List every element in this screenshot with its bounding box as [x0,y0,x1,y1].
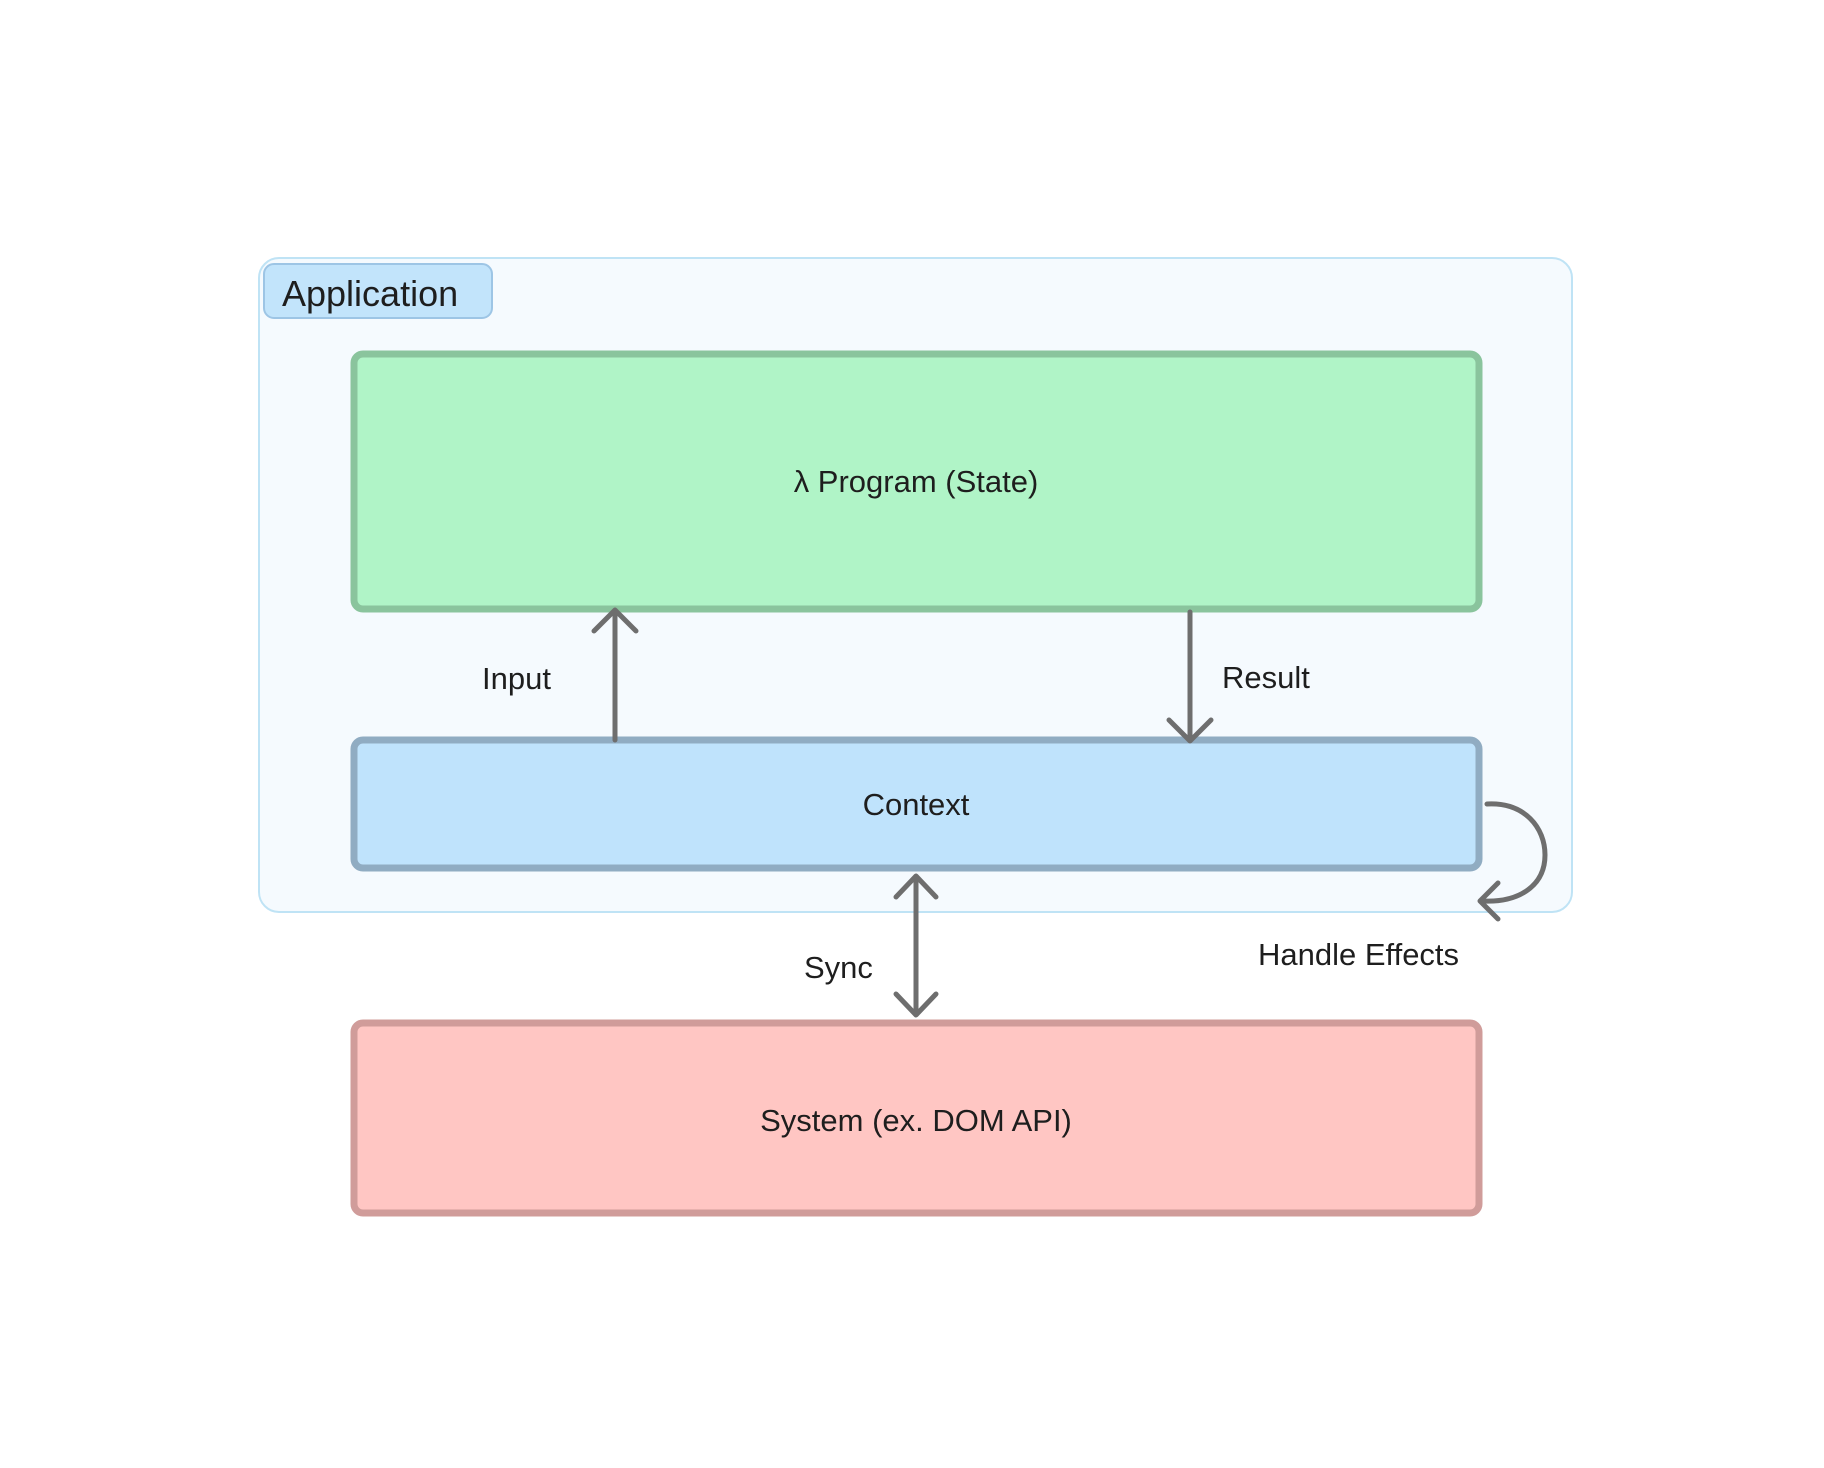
system-node-box [350,1019,1483,1217]
input-label: Input [482,661,551,696]
program-node-label: λ Program (State) [794,464,1039,499]
sync-arrowhead-bottom [893,991,939,1018]
system-node-label: System (ex. DOM API) [760,1103,1072,1138]
application-group-tag [263,263,493,319]
application-group-title: Application [282,273,458,314]
sync-arrow [893,873,939,1018]
result-arrowhead [1166,717,1214,744]
system-node: System (ex. DOM API) [350,1019,1483,1217]
input-arrow [591,607,639,743]
handle-effects-loop-arrow [1477,801,1548,922]
sync-arrowhead-top [893,873,939,900]
program-node-box [350,350,1483,613]
context-node: Context [350,736,1483,872]
result-label: Result [1222,660,1310,695]
context-node-label: Context [863,787,970,822]
handle-effects-label: Handle Effects [1258,937,1459,972]
context-node-box [350,736,1483,872]
result-arrow [1166,609,1214,744]
program-node: λ Program (State) [350,350,1483,613]
input-arrowhead [591,607,639,634]
sync-label: Sync [804,950,873,985]
handle-effects-arrowhead [1477,880,1501,922]
